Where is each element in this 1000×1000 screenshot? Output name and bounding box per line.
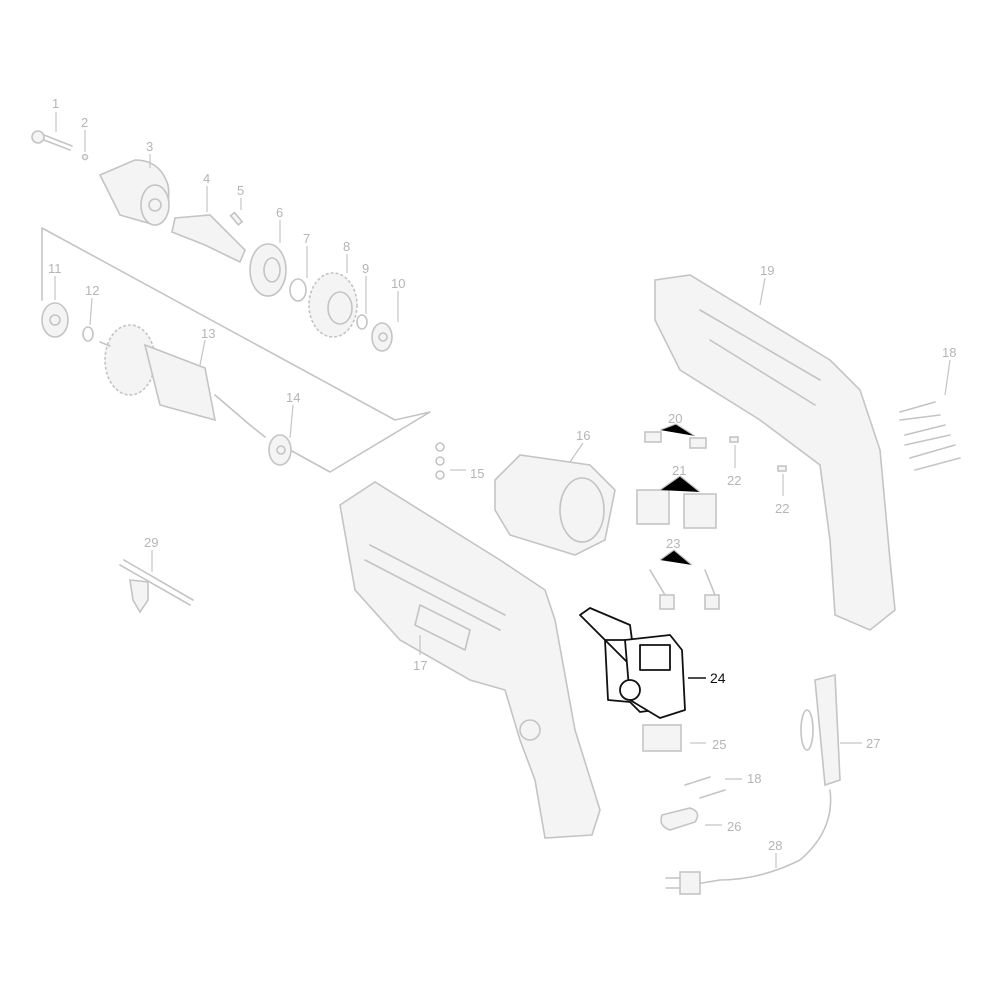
label-part-17: 17 bbox=[413, 658, 427, 673]
label-part-23: 23 bbox=[666, 536, 680, 551]
label-part-6: 6 bbox=[276, 205, 283, 220]
part-17-housing bbox=[339, 481, 601, 839]
part-4-spindle bbox=[171, 186, 246, 264]
label-part-21: 21 bbox=[672, 463, 686, 478]
label-part-28: 28 bbox=[768, 838, 782, 853]
part-2-washer bbox=[81, 130, 89, 161]
assembly-outline bbox=[41, 227, 431, 473]
label-part-10: 10 bbox=[391, 276, 405, 291]
part-8-gear bbox=[308, 254, 358, 338]
part-26-cable-clamp bbox=[660, 807, 722, 831]
label-part-27: 27 bbox=[866, 736, 880, 751]
part-12-washer bbox=[82, 297, 94, 342]
part-20-brush-plates bbox=[644, 423, 707, 449]
part-10-bearing bbox=[371, 291, 399, 352]
label-part-22: 22 bbox=[727, 473, 741, 488]
label-part-18-small: 18 bbox=[747, 771, 761, 786]
part-29-chuck-key bbox=[119, 550, 194, 614]
part-21-brush-holders bbox=[636, 475, 717, 529]
label-part-4: 4 bbox=[203, 171, 210, 186]
part-9-washer bbox=[356, 276, 368, 330]
label-part-18: 18 bbox=[942, 345, 956, 360]
label-part-14: 14 bbox=[286, 390, 300, 405]
label-part-7: 7 bbox=[303, 231, 310, 246]
part-3-chuck bbox=[98, 154, 170, 226]
part-24-trigger-switch bbox=[579, 607, 706, 719]
part-18-screws-small bbox=[684, 776, 742, 799]
label-part-20: 20 bbox=[668, 411, 682, 426]
part-25-capacitor bbox=[642, 724, 706, 752]
part-15-washers bbox=[435, 442, 466, 480]
part-13-armature bbox=[99, 324, 266, 438]
label-part-1: 1 bbox=[52, 96, 59, 111]
label-part-24: 24 bbox=[710, 670, 726, 686]
label-part-13: 13 bbox=[201, 326, 215, 341]
label-part-11: 11 bbox=[48, 261, 62, 276]
label-part-3: 3 bbox=[146, 139, 153, 154]
label-part-26: 26 bbox=[727, 819, 741, 834]
part-5-key bbox=[229, 198, 244, 227]
part-28-power-cord bbox=[665, 789, 832, 895]
part-19-housing-half bbox=[654, 274, 896, 631]
part-14-bearing bbox=[268, 404, 294, 466]
label-part-9: 9 bbox=[362, 261, 369, 276]
label-part-22-b: 22 bbox=[775, 501, 789, 516]
part-1-screw bbox=[31, 112, 73, 151]
label-part-29: 29 bbox=[144, 535, 158, 550]
label-part-12: 12 bbox=[85, 283, 99, 298]
part-27-strain-relief bbox=[800, 673, 862, 787]
label-part-25: 25 bbox=[712, 737, 726, 752]
label-part-8: 8 bbox=[343, 239, 350, 254]
label-part-19: 19 bbox=[760, 263, 774, 278]
part-7-ring bbox=[289, 246, 308, 302]
part-18-screws bbox=[899, 359, 961, 471]
part-16-stator bbox=[494, 442, 616, 556]
part-6-bearing bbox=[249, 220, 287, 297]
part-22-pins bbox=[729, 436, 787, 496]
label-part-5: 5 bbox=[237, 183, 244, 198]
part-23-carbon-brushes bbox=[649, 549, 720, 610]
label-part-2: 2 bbox=[81, 115, 88, 130]
part-11-bearing bbox=[41, 276, 69, 338]
label-part-15: 15 bbox=[470, 466, 484, 481]
label-part-16: 16 bbox=[576, 428, 590, 443]
